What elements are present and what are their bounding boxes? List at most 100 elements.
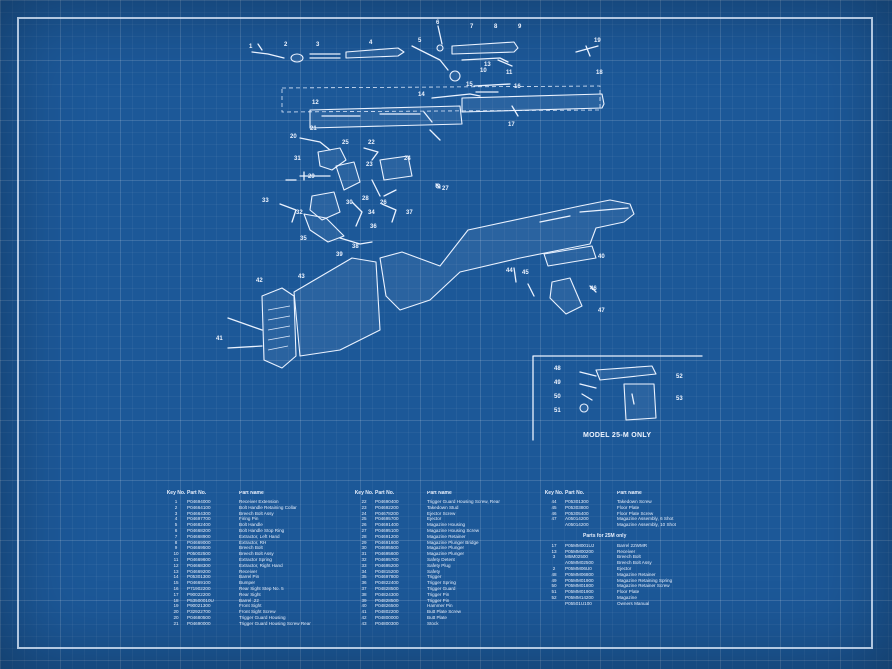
cell-name: Takedown Screw [617, 499, 652, 504]
cell-key: 33 [361, 562, 367, 568]
cell-name: Bumper [239, 580, 256, 586]
cell-name: Magazine Retainer Screw [617, 583, 670, 589]
svg-text:3: 3 [316, 42, 320, 48]
cell-part: P04695100 [375, 527, 399, 533]
cell-part: P04828500 [375, 597, 399, 603]
cell-name: Extractor, Right Hand [239, 562, 283, 568]
svg-text:53: 53 [676, 396, 683, 402]
svg-text:5: 5 [418, 38, 422, 44]
cell-name: Magazine Plunger Bridge [427, 539, 479, 545]
svg-text:27: 27 [442, 186, 449, 192]
cell-key: 14 [173, 574, 179, 580]
cell-part: P05MM14200 [565, 594, 594, 600]
cell-name: Ejector [427, 516, 442, 522]
cell-part: P05MM01800 [565, 583, 594, 589]
cell-part: P04664100 [187, 504, 211, 510]
cell-name: Floor Plate [617, 504, 640, 510]
table-header: Key No. Part No. Part Name [544, 490, 642, 496]
svg-text:29: 29 [308, 174, 315, 180]
cell-part: P04664300 [187, 510, 211, 516]
cell-name: Ejector [617, 565, 632, 571]
cell-key: 12 [173, 562, 179, 568]
svg-text:4: 4 [369, 40, 373, 46]
cell-part: P04691200 [375, 533, 399, 539]
svg-text:52: 52 [676, 374, 683, 380]
table-row: 12 P04668300 Extractor, Right Hand [165, 563, 327, 569]
cell-name: Breech Bolt Assy [239, 510, 274, 516]
cell-key: 16 [173, 585, 179, 591]
cell-key: 23 [361, 504, 367, 510]
table-header: Key No. Part No. Part Name [166, 490, 264, 496]
cell-part: P04800000 [375, 614, 399, 620]
cell-name: Bolt Handle [239, 522, 263, 528]
cell-name: Magazine Retaining Spring [617, 577, 673, 583]
svg-text:22: 22 [368, 140, 375, 146]
cell-name: Magazine [617, 594, 637, 600]
cell-key: 27 [361, 527, 367, 533]
svg-text:49: 49 [554, 380, 561, 386]
drawing-border [17, 17, 873, 649]
cell-part: P04669600 [187, 556, 211, 562]
cell-part: A05MM02500 [565, 560, 594, 566]
cell-key: 41 [361, 609, 367, 615]
cell-key: 17 [551, 542, 557, 548]
inset-caption: MODEL 25-M ONLY [583, 432, 652, 439]
cell-name: Trigger Guard Housing Screw Rear [239, 620, 311, 626]
cell-part: P04669000 [187, 539, 211, 545]
cell-name: Receiver Extension [239, 499, 279, 504]
cell-name: Magazine Assembly, 10 Shot [617, 522, 676, 528]
cell-key: 19 [173, 603, 179, 609]
cell-key: 31 [361, 551, 367, 557]
cell-part: P04682400 [187, 522, 211, 528]
cell-key: 9 [174, 545, 178, 551]
cell-part: P04691400 [375, 522, 399, 528]
cell-key: 52 [551, 594, 557, 600]
cell-name: Front Sight [239, 603, 262, 609]
cell-part: P05002500 [187, 551, 211, 557]
cell-key [543, 522, 565, 528]
sub-heading-25m: Parts for 25M only [583, 532, 627, 539]
cell-part: P04826500 [375, 603, 399, 609]
cell-name: Magazine Retainer [427, 533, 466, 539]
svg-text:7: 7 [470, 24, 474, 30]
cell-key: 11 [173, 556, 179, 562]
svg-text:51: 51 [554, 408, 561, 414]
cell-part: P53500010U [187, 597, 214, 603]
cell-key: 39 [361, 597, 367, 603]
cell-name: Rear Sight [239, 591, 261, 597]
trigger-group-parts [279, 137, 441, 245]
cell-part: P04668300 [187, 562, 211, 568]
cell-key: 4 [174, 516, 178, 522]
svg-text:48: 48 [554, 366, 561, 372]
cell-part: M5M02500 [565, 554, 588, 560]
bolt-assembly-parts [251, 25, 599, 82]
cell-name: Bolt Handle Retaining Collar [239, 504, 297, 510]
table-row: A05MM02500 Breech Bolt Assy [543, 560, 699, 566]
svg-text:35: 35 [300, 236, 307, 242]
cell-name: Breech Bolt Assy [617, 560, 652, 566]
svg-text:15: 15 [466, 82, 473, 88]
svg-text:47: 47 [598, 308, 605, 314]
cell-key: 5 [174, 522, 178, 528]
cell-name: Trigger Guard [427, 585, 456, 591]
cell-key: 20 [173, 614, 179, 620]
cell-name: Receiver [239, 568, 258, 574]
cell-name: Trigger Pin [427, 597, 450, 603]
cell-key: 46 [551, 510, 557, 516]
